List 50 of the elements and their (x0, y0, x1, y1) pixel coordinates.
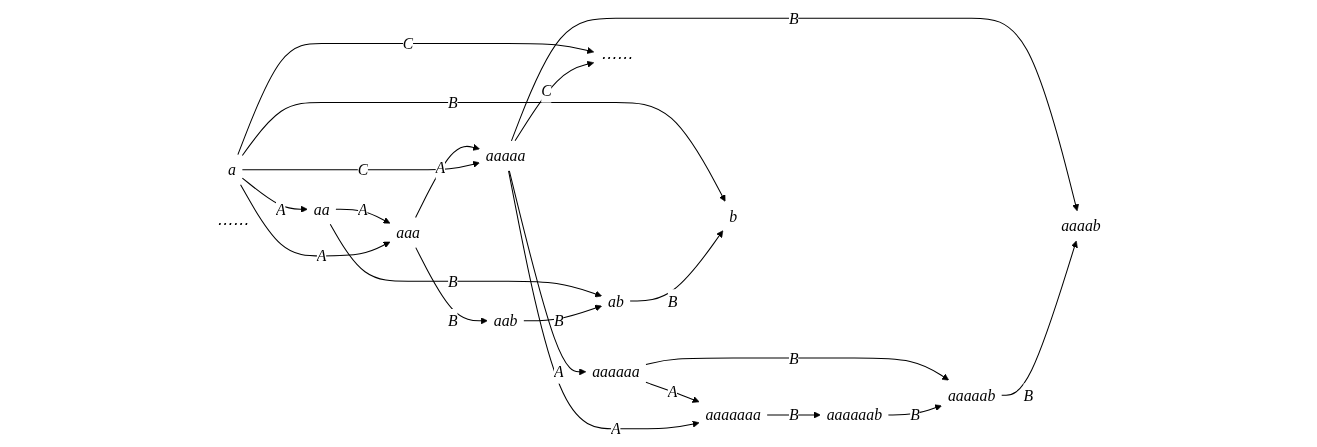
node-text: aab (493, 312, 518, 330)
node-text: aaaaaa (592, 363, 640, 381)
edge-label: B (910, 406, 920, 424)
node-text: aa (313, 200, 330, 218)
arrow (645, 357, 950, 381)
edge-label: A (275, 200, 286, 218)
node-text: ab (607, 292, 624, 310)
arrow (415, 144, 480, 219)
edge-label: B (448, 93, 458, 112)
edge-label: B (448, 272, 458, 290)
node-text: aaaaaab (826, 406, 883, 424)
node-text: aaaaab (947, 386, 996, 404)
edge-label: B (667, 292, 678, 310)
edge-label: A (611, 420, 621, 438)
edge-label: B (788, 349, 799, 367)
edge-label: C (402, 34, 414, 53)
node-text: aaa (396, 223, 421, 242)
arrow (240, 184, 391, 257)
node-text: aaaaaaa (705, 406, 761, 424)
arrow (329, 223, 602, 298)
node-text: ⋯⋯ (216, 214, 248, 233)
edge-label: B (448, 312, 458, 330)
edge-label: B (788, 9, 799, 27)
arrow (241, 101, 726, 202)
edge-label: A (553, 363, 564, 381)
arrow (510, 17, 1079, 212)
arrow (514, 60, 595, 142)
edge-label: A (358, 200, 368, 218)
node-text: aaaab (1061, 217, 1101, 235)
edge-label: B (788, 406, 799, 424)
edge-label: C (357, 161, 369, 179)
arrow (415, 247, 488, 325)
arrow (629, 230, 724, 302)
edge-label: B (1023, 386, 1034, 404)
edge-label: C (541, 82, 552, 100)
arrow (241, 160, 480, 171)
edge-label: A (316, 247, 327, 265)
arrow (237, 43, 595, 156)
node-text: ⋯⋯ (600, 48, 632, 67)
edge-label: A (435, 158, 446, 177)
node-text: b (729, 207, 738, 226)
arrow (1001, 240, 1078, 396)
node-text: aaaaa (485, 147, 526, 165)
arrow (241, 177, 308, 213)
edge-label: B (553, 312, 564, 330)
arrow (523, 304, 602, 322)
arrow (508, 170, 587, 376)
node-text: a (228, 161, 237, 179)
edge-label: A (667, 382, 678, 401)
arrow (335, 208, 391, 224)
